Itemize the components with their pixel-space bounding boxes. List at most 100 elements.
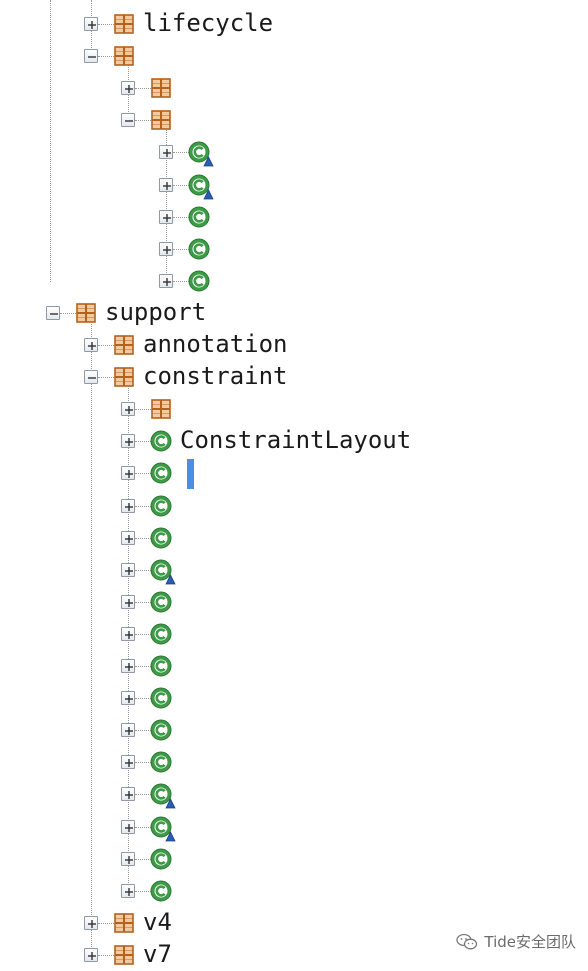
tree-row[interactable] — [0, 201, 588, 233]
tree-row[interactable] — [0, 233, 588, 265]
collapse-toggle[interactable] — [84, 49, 98, 64]
abstract-class-icon — [188, 174, 214, 199]
expand-toggle[interactable] — [84, 17, 98, 31]
collapse-toggle[interactable] — [46, 305, 60, 320]
expand-toggle[interactable] — [84, 338, 98, 352]
tree-row[interactable] — [0, 169, 588, 201]
expand-toggle[interactable] — [121, 787, 135, 802]
expand-toggle[interactable] — [84, 915, 98, 930]
class-icon — [150, 848, 172, 870]
tree-connector-horizontal — [135, 537, 151, 539]
tree-node-label: annotation — [143, 330, 288, 358]
tree-row[interactable] — [0, 72, 588, 104]
tree-row[interactable] — [0, 682, 588, 714]
tree-node-icon — [188, 141, 214, 167]
expand-toggle[interactable] — [121, 594, 135, 609]
expand-toggle[interactable] — [159, 145, 173, 160]
class-icon — [150, 880, 172, 902]
expand-toggle[interactable] — [121, 883, 135, 898]
class-icon — [150, 527, 172, 549]
tree-node-icon — [113, 334, 135, 356]
tree-row[interactable] — [0, 522, 588, 554]
tree-connector-horizontal — [135, 569, 151, 571]
tree-row[interactable] — [0, 265, 588, 297]
class-icon — [150, 687, 172, 709]
tree-node-icon — [113, 13, 135, 35]
tree-row[interactable] — [0, 843, 588, 875]
tree-node-icon — [150, 527, 172, 549]
expand-toggle[interactable] — [121, 530, 135, 545]
collapse-toggle[interactable] — [84, 370, 98, 385]
tree-node-icon — [150, 591, 172, 613]
tree-node-icon — [150, 398, 172, 420]
tree-connector-horizontal — [173, 280, 189, 282]
expand-toggle[interactable] — [121, 562, 135, 577]
expand-toggle[interactable] — [121, 659, 135, 673]
expand-toggle[interactable] — [84, 947, 98, 962]
tree-row[interactable] — [0, 778, 588, 810]
tree-row[interactable] — [0, 811, 588, 843]
class-icon — [150, 623, 172, 645]
package-icon — [151, 399, 171, 419]
tree-connector-horizontal — [135, 441, 151, 443]
expand-toggle[interactable] — [121, 626, 135, 641]
tree-row[interactable] — [0, 746, 588, 778]
tree-row[interactable] — [0, 104, 588, 136]
tree-connector-horizontal — [135, 794, 151, 796]
tree-connector-vertical — [50, 0, 51, 282]
expand-toggle[interactable] — [121, 819, 135, 834]
expand-toggle[interactable] — [121, 434, 135, 449]
expand-toggle[interactable] — [121, 723, 135, 738]
tree-connector-horizontal — [135, 762, 151, 764]
expand-toggle[interactable] — [159, 209, 173, 224]
abstract-class-icon — [150, 559, 176, 585]
tree-node-label: v7 — [143, 939, 172, 968]
tree-node-label: support — [105, 297, 207, 326]
expand-toggle[interactable] — [121, 755, 135, 770]
tree-row[interactable] — [0, 457, 588, 489]
tree-row[interactable] — [0, 136, 588, 168]
tree-row[interactable] — [0, 875, 588, 907]
expand-toggle[interactable] — [159, 273, 173, 288]
tree-connector-horizontal — [135, 730, 151, 732]
tree-node-icon — [113, 944, 135, 966]
tree-row[interactable] — [0, 618, 588, 650]
expand-toggle[interactable] — [121, 402, 135, 417]
tree-node-label: v4 — [143, 907, 172, 936]
tree-row[interactable] — [0, 490, 588, 522]
tree-row[interactable] — [0, 714, 588, 746]
tree-connector-horizontal — [135, 88, 151, 90]
tree-node-icon — [150, 655, 172, 677]
expand-toggle[interactable] — [121, 466, 135, 481]
class-icon — [150, 462, 172, 484]
expand-toggle[interactable] — [121, 498, 135, 513]
tree-connector-horizontal — [60, 312, 76, 314]
tree-node-icon — [188, 206, 210, 228]
watermark: Tide安全团队 — [456, 931, 576, 952]
tree-node-icon — [113, 45, 135, 67]
tree-node-label: lifecycle — [143, 9, 274, 37]
package-icon — [114, 945, 134, 965]
tree-node-icon — [150, 559, 176, 585]
tree-row[interactable] — [0, 586, 588, 618]
tree-node-label: constraint — [143, 362, 288, 391]
tree-node-icon — [188, 174, 214, 199]
tree-node-icon — [150, 430, 172, 452]
expand-toggle[interactable] — [159, 241, 173, 256]
collapse-toggle[interactable] — [121, 113, 135, 128]
tree-node-icon — [150, 623, 172, 645]
expand-toggle[interactable] — [121, 851, 135, 866]
tree-node-icon — [150, 848, 172, 870]
tree-connector-horizontal — [135, 505, 151, 507]
class-icon — [150, 495, 172, 516]
tree-row[interactable] — [0, 393, 588, 425]
tree-row[interactable] — [0, 650, 588, 682]
tree-connector-horizontal — [135, 826, 151, 828]
class-icon — [150, 591, 172, 613]
tree-row[interactable] — [0, 554, 588, 586]
tree-connector-horizontal — [173, 184, 189, 186]
expand-toggle[interactable] — [159, 177, 173, 192]
expand-toggle[interactable] — [121, 691, 135, 706]
tree-connector-horizontal — [135, 409, 151, 411]
expand-toggle[interactable] — [121, 81, 135, 96]
